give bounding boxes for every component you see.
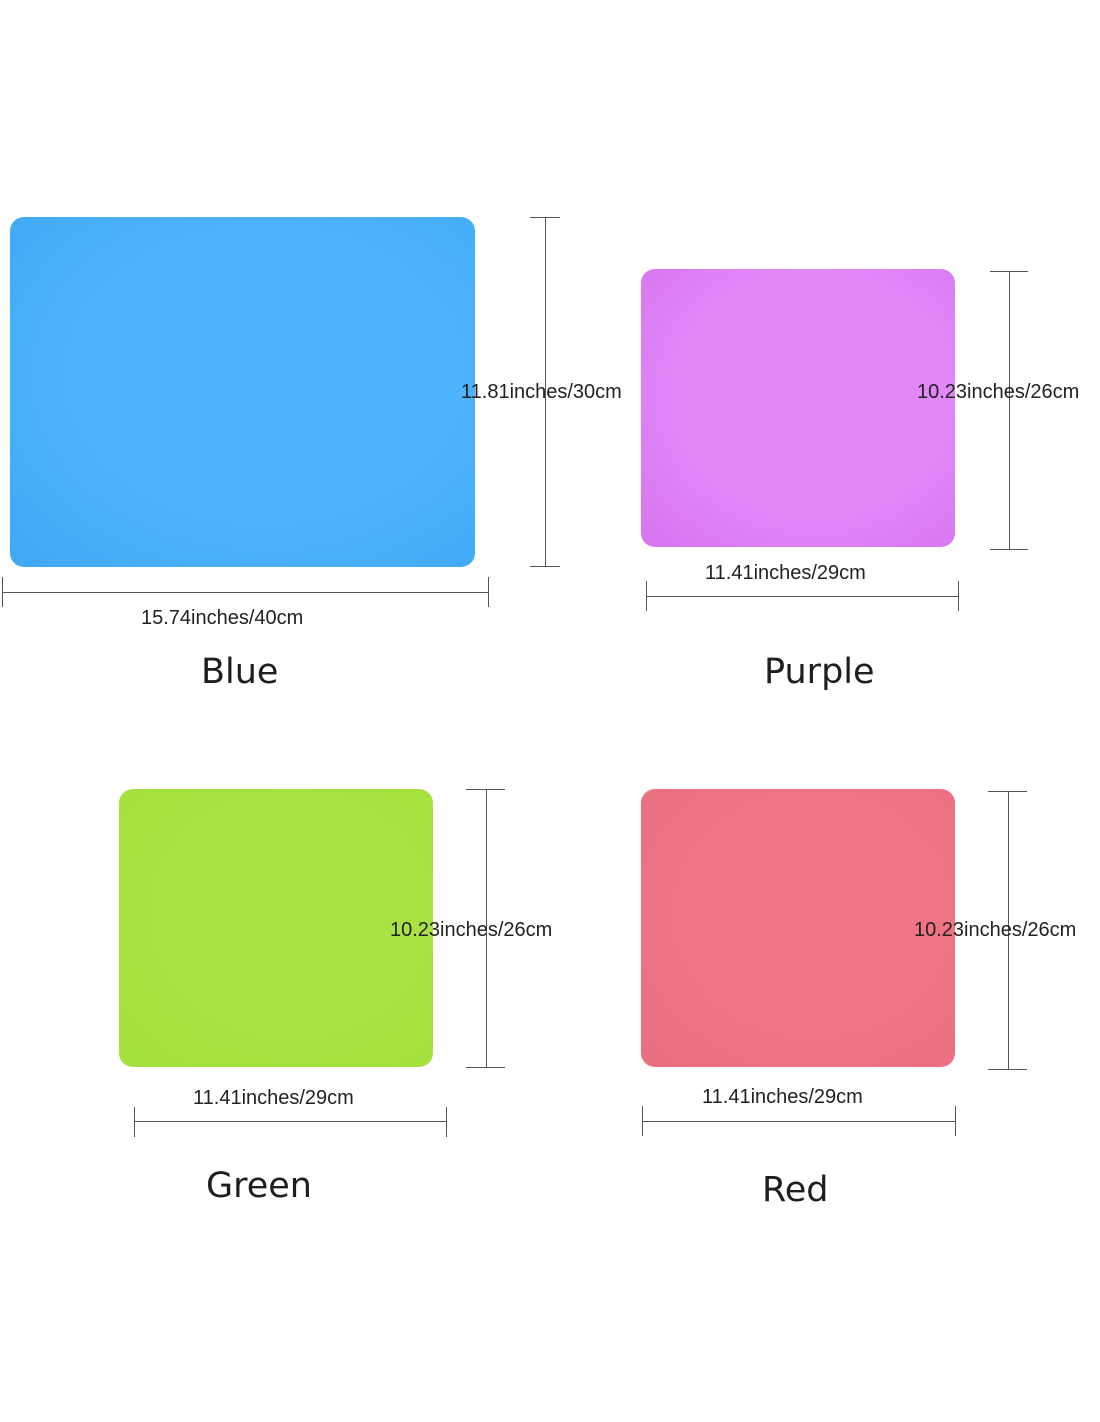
blue-height-label: 11.81inches/30cm <box>461 381 622 403</box>
blue-width-line <box>2 592 488 593</box>
red-width-cap-right <box>955 1106 956 1136</box>
green-color-name: Green <box>206 1166 312 1206</box>
green-width-label: 11.41inches/29cm <box>193 1087 354 1109</box>
blue-height-line <box>545 217 546 566</box>
green-height-label: 10.23inches/26cm <box>390 919 553 941</box>
purple-width-line <box>646 596 958 597</box>
green-width-cap-left <box>134 1107 135 1137</box>
blue-width-cap-right <box>488 577 489 607</box>
red-height-cap-bottom <box>988 1069 1027 1070</box>
green-height-line <box>486 789 487 1067</box>
purple-width-label: 11.41inches/29cm <box>705 562 866 584</box>
red-mat <box>641 789 955 1067</box>
purple-height-label: 10.23inches/26cm <box>917 381 1080 403</box>
blue-color-name: Blue <box>201 652 279 692</box>
green-mat <box>119 789 433 1067</box>
red-width-line <box>642 1121 955 1122</box>
green-height-cap-bottom <box>466 1067 505 1068</box>
blue-width-label: 15.74inches/40cm <box>141 607 304 629</box>
red-color-name: Red <box>762 1170 829 1210</box>
red-height-label: 10.23inches/26cm <box>914 919 1077 941</box>
purple-color-name: Purple <box>764 652 875 692</box>
green-height-cap-top <box>466 789 505 790</box>
red-height-line <box>1008 791 1009 1069</box>
purple-mat <box>641 269 955 547</box>
green-width-cap-right <box>446 1107 447 1137</box>
red-width-label: 11.41inches/29cm <box>702 1086 863 1108</box>
blue-mat <box>10 217 475 567</box>
purple-height-line <box>1009 271 1010 549</box>
green-width-line <box>134 1121 446 1122</box>
red-height-cap-top <box>988 791 1027 792</box>
blue-height-cap-bottom <box>530 566 560 567</box>
purple-height-cap-bottom <box>990 549 1028 550</box>
purple-width-cap-right <box>958 581 959 611</box>
